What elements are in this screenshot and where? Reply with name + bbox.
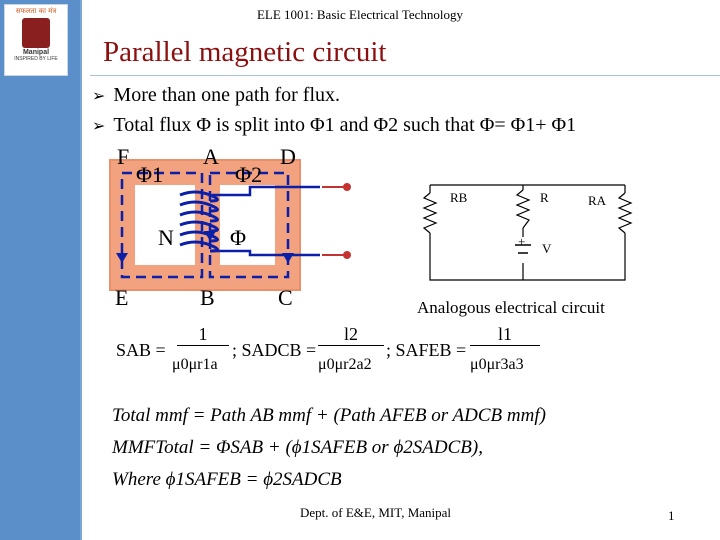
title-divider [90,75,720,76]
arrow-bullet-icon: ➢ [92,116,106,135]
slide-title: Parallel magnetic circuit [103,36,387,68]
node-label-c: C [278,285,293,310]
equation-mmf-total: MMFTotal = ΦSAB + (ϕ1SAFEB or ϕ2SADCB), [112,437,483,458]
label-r: R [540,190,549,205]
flux-label-phi2: Φ2 [235,162,263,187]
resistor-rb-icon [422,192,438,234]
resistor-r-icon [515,189,531,229]
s-adcb-den: μ0μr2a2 [318,356,372,373]
resistor-ra-icon [617,192,633,234]
s-ab-num: 1 [177,324,229,346]
equation-total-mmf: Total mmf = Path AB mmf + (Path AFEB or … [112,405,546,426]
bullet-1: ➢ More than one path for flux. [92,84,340,107]
page-number: 1 [668,508,675,523]
coil-lead-top [212,185,320,197]
node-label-e: E [115,285,129,310]
logo-name: Manipal [22,49,50,56]
label-plus: + [518,234,526,249]
analog-caption: Analogous electrical circuit [417,298,605,317]
logo-emblem-icon [22,18,50,48]
logo-top-text: सफलता का मंत्र [15,7,57,15]
magnetic-circuit-diagram [109,159,351,291]
node-label-d: D [280,144,296,169]
node-label-a: A [203,144,219,169]
node-label-b: B [200,285,215,310]
core-window-right [220,185,275,265]
logo-tagline: INSPIRED BY LIFE [14,56,58,62]
flux-path-left [120,171,204,279]
equation-where: Where ϕ1SAFEB = ϕ2SADCB [112,469,342,490]
turns-label-n: N [158,225,174,250]
s-adcb-num: l2 [318,324,384,346]
core-window-left [135,185,195,265]
s-adcb-lhs: ; SADCB = [232,340,317,360]
s-afeb-lhs: ; SAFEB = [386,340,467,360]
bullet-text: Total flux Φ is split into Φ1 and Φ2 suc… [113,114,577,136]
s-ab-lhs: SAB = [116,340,166,360]
arrow-down-icon [116,253,128,263]
terminal-top-icon [343,183,351,191]
node-label-f: F [117,144,130,169]
sidebar-band [0,0,82,540]
flux-label-phi1: Φ1 [136,162,164,187]
label-ra: RA [588,193,607,208]
bullet-2: ➢ Total flux Φ is split into Φ1 and Φ2 su… [92,114,576,137]
footer-department: Dept. of E&E, MIT, Manipal [300,505,452,520]
s-afeb-den: μ0μr3a3 [470,356,524,373]
s-ab-den: μ0μr1a [172,356,218,373]
coil-lead-bottom [212,249,320,257]
resistor-r-gap [513,190,533,228]
manipal-logo: सफलता का मंत्र Manipal INSPIRED BY LIFE [4,4,68,76]
arrow-bullet-icon: ➢ [92,86,106,105]
course-header: ELE 1001: Basic Electrical Technology [256,7,464,22]
electrical-circuit-diagram [420,184,635,281]
source-gap [511,237,535,263]
bullet-text: More than one path for flux. [113,84,341,106]
s-afeb-num: l1 [470,324,540,346]
flux-label-phi: Φ [230,225,247,250]
label-v: V [542,241,552,256]
terminal-bottom-icon [343,251,351,259]
label-rb: RB [450,190,468,205]
